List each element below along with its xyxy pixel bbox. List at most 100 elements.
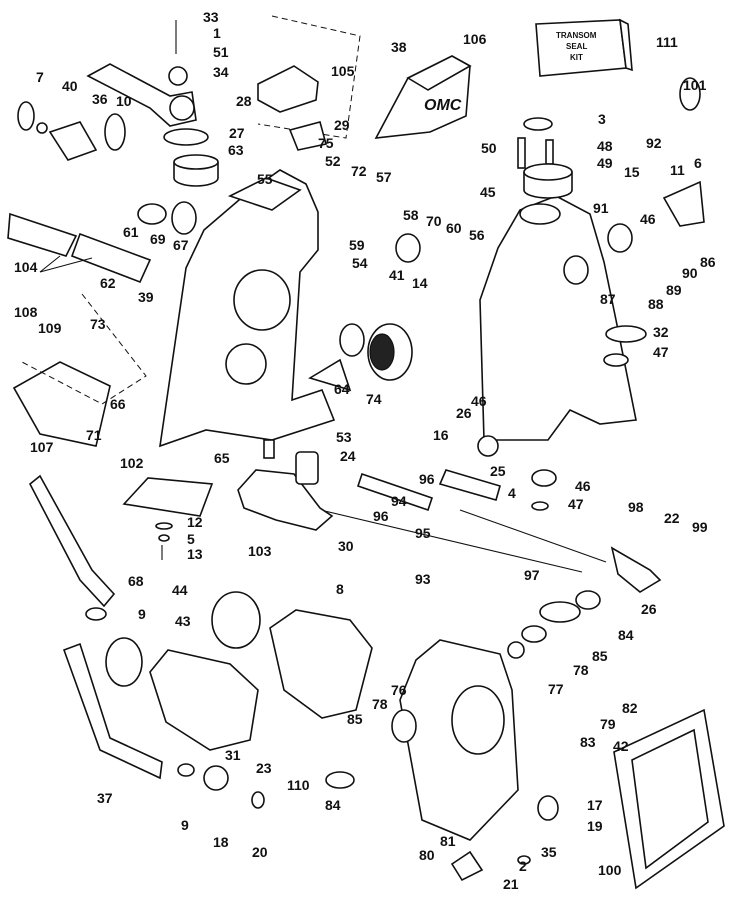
callout-104: 104	[14, 259, 38, 275]
callout-73: 73	[90, 316, 106, 332]
callout-96: 96	[419, 471, 435, 487]
gimbal-piece-part	[237, 439, 334, 531]
callout-29: 29	[334, 117, 350, 133]
callout-13: 13	[187, 546, 203, 562]
bellows-part	[105, 591, 373, 751]
callout-9: 9	[181, 817, 189, 833]
callout-66: 66	[110, 396, 126, 412]
callout-37: 37	[97, 790, 113, 806]
pad-plate-part	[122, 477, 214, 560]
water-hoses-part	[28, 474, 163, 780]
callout-65: 65	[214, 450, 230, 466]
callout-85: 85	[592, 648, 608, 664]
callout-85: 85	[347, 711, 363, 727]
shift-mechanism-part	[311, 469, 607, 573]
callout-6: 6	[694, 155, 702, 171]
callout-10: 10	[116, 93, 132, 109]
callout-15: 15	[624, 164, 640, 180]
callout-14: 14	[412, 275, 428, 291]
callout-42: 42	[613, 738, 629, 754]
callout-35: 35	[541, 844, 557, 860]
callout-99: 99	[692, 519, 708, 535]
callout-60: 60	[446, 220, 462, 236]
callout-30: 30	[338, 538, 354, 554]
callout-70: 70	[426, 213, 442, 229]
callout-106: 106	[463, 31, 487, 47]
callout-103: 103	[248, 543, 272, 559]
mount-plate-part	[257, 15, 361, 139]
callout-78: 78	[372, 696, 388, 712]
callout-41: 41	[389, 267, 405, 283]
callout-49: 49	[597, 155, 613, 171]
callout-72: 72	[351, 163, 367, 179]
callout-86: 86	[700, 254, 716, 270]
callout-93: 93	[415, 571, 431, 587]
callout-111: 111	[656, 34, 678, 50]
callout-33: 33	[203, 9, 219, 25]
callout-88: 88	[648, 296, 664, 312]
callout-44: 44	[172, 582, 188, 598]
callout-92: 92	[646, 135, 662, 151]
callout-17: 17	[587, 797, 603, 813]
callout-47: 47	[568, 496, 584, 512]
callout-50: 50	[481, 140, 497, 156]
callout-95: 95	[415, 525, 431, 541]
callout-55: 55	[257, 171, 273, 187]
callout-57: 57	[376, 169, 392, 185]
pivot-pin-set	[517, 117, 573, 199]
callout-26: 26	[641, 601, 657, 617]
callout-107: 107	[30, 439, 54, 455]
callout-46: 46	[575, 478, 591, 494]
callout-11: 11	[670, 162, 685, 178]
callout-9: 9	[138, 606, 146, 622]
callout-43: 43	[175, 613, 191, 629]
callout-31: 31	[225, 747, 241, 763]
callout-61: 61	[123, 224, 139, 240]
callout-89: 89	[666, 282, 682, 298]
callout-53: 53	[336, 429, 352, 445]
callout-23: 23	[256, 760, 272, 776]
callout-77: 77	[548, 681, 564, 697]
callout-51: 51	[213, 44, 229, 60]
transom-gasket-part	[613, 708, 725, 890]
callout-78: 78	[573, 662, 589, 678]
swivel-bracket-part	[479, 195, 637, 441]
callout-67: 67	[173, 237, 189, 253]
callout-69: 69	[150, 231, 166, 247]
callout-4: 4	[508, 485, 516, 501]
callout-27: 27	[229, 125, 245, 141]
callout-47: 47	[653, 344, 669, 360]
callout-102: 102	[120, 455, 144, 471]
seal-rings	[163, 121, 327, 187]
kit-box-line2: SEAL	[566, 42, 587, 51]
callout-81: 81	[440, 833, 456, 849]
callout-64: 64	[334, 381, 350, 397]
kit-box-line3: KIT	[570, 53, 583, 62]
callout-38: 38	[391, 39, 407, 55]
top-cover-part: OMC	[374, 55, 472, 139]
callout-39: 39	[138, 289, 154, 305]
callout-109: 109	[38, 320, 62, 336]
callout-22: 22	[664, 510, 680, 526]
gimbal-housing-part	[391, 639, 519, 841]
swivel-housing-part	[159, 169, 336, 448]
exhaust-boot-part	[17, 101, 126, 161]
callout-52: 52	[325, 153, 341, 169]
callout-1: 1	[213, 25, 221, 41]
gasket-part	[12, 293, 147, 447]
callout-83: 83	[580, 734, 596, 750]
callout-101: 101	[683, 77, 707, 93]
callout-79: 79	[600, 716, 616, 732]
callout-21: 21	[503, 876, 519, 892]
callout-91: 91	[593, 200, 609, 216]
brand-mark: OMC	[424, 97, 462, 114]
callout-5: 5	[187, 531, 195, 547]
callout-110: 110	[287, 777, 310, 793]
callout-19: 19	[587, 818, 603, 834]
callout-62: 62	[100, 275, 116, 291]
callout-32: 32	[653, 324, 669, 340]
callout-40: 40	[62, 78, 78, 94]
bearing-and-seal	[308, 323, 413, 392]
